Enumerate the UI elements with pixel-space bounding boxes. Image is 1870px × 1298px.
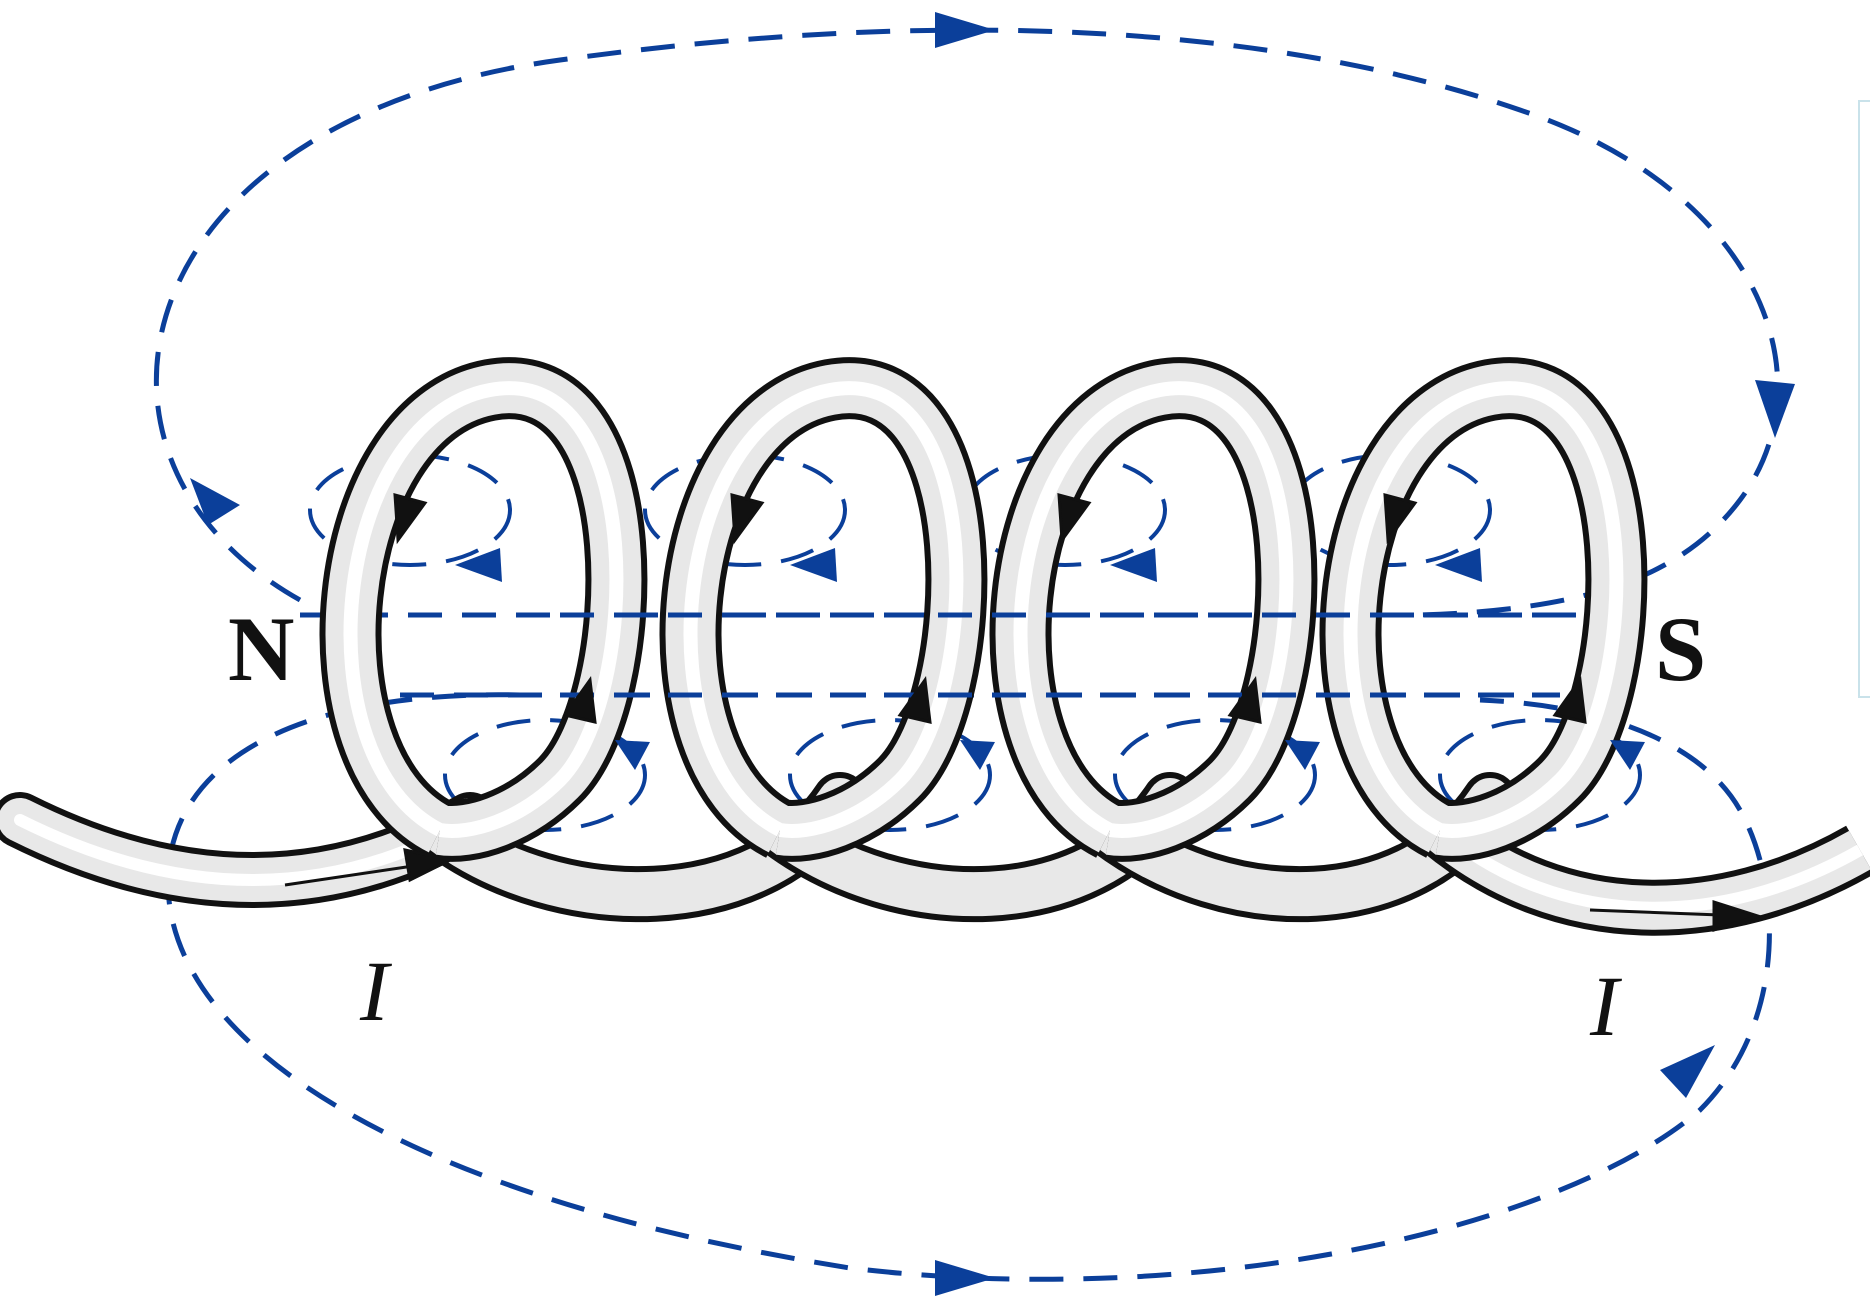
triangle-arrow-icon xyxy=(1755,380,1795,438)
local-loop-upper-2 xyxy=(643,453,847,567)
current-direction-arrows xyxy=(284,493,1763,933)
triangle-arrow-icon xyxy=(1383,493,1418,545)
triangle-arrow-icon xyxy=(935,1260,995,1296)
coil-turn-3 xyxy=(989,357,1318,862)
triangle-arrow-icon xyxy=(1057,493,1092,545)
triangle-arrow-icon xyxy=(1110,548,1157,582)
coil-turn-4 xyxy=(1319,357,1648,862)
coil-turn-2 xyxy=(659,357,988,862)
triangle-arrow-icon xyxy=(562,675,597,724)
triangle-arrow-icon xyxy=(190,478,240,525)
field-direction-arrows xyxy=(190,12,1795,1296)
triangle-arrow-icon xyxy=(1660,1045,1715,1098)
triangle-arrow-icon xyxy=(615,740,650,770)
triangle-arrow-icon xyxy=(1552,675,1587,724)
coil-turn-1 xyxy=(319,357,648,862)
triangle-arrow-icon xyxy=(1610,740,1645,770)
south-pole-label: S xyxy=(1655,598,1706,700)
wire-lead-out-highlight xyxy=(1436,825,1863,914)
triangle-arrow-icon xyxy=(393,493,428,545)
triangle-arrow-icon xyxy=(455,548,502,582)
triangle-arrow-icon xyxy=(1285,740,1320,770)
solenoid-coil xyxy=(0,357,1870,936)
field-line-outer-top xyxy=(154,27,1781,618)
current-out-label: I xyxy=(1589,958,1622,1054)
local-loop-lower-2 xyxy=(788,718,992,832)
triangle-arrow-icon xyxy=(1227,675,1262,724)
triangle-arrow-icon xyxy=(1712,899,1763,933)
front-field-segments xyxy=(560,612,1560,698)
local-loop-upper-1 xyxy=(308,453,512,567)
current-in-label: I xyxy=(359,943,392,1039)
triangle-arrow-icon xyxy=(1435,548,1482,582)
triangle-arrow-icon xyxy=(403,848,455,883)
north-pole-label: N xyxy=(228,598,294,700)
triangle-arrow-icon xyxy=(960,740,995,770)
triangle-arrow-icon xyxy=(897,675,932,724)
side-panel-edge xyxy=(1858,100,1870,698)
triangle-arrow-icon xyxy=(935,12,995,48)
triangle-arrow-icon xyxy=(730,493,765,545)
triangle-arrow-icon xyxy=(790,548,837,582)
local-field-loops xyxy=(308,453,1642,832)
